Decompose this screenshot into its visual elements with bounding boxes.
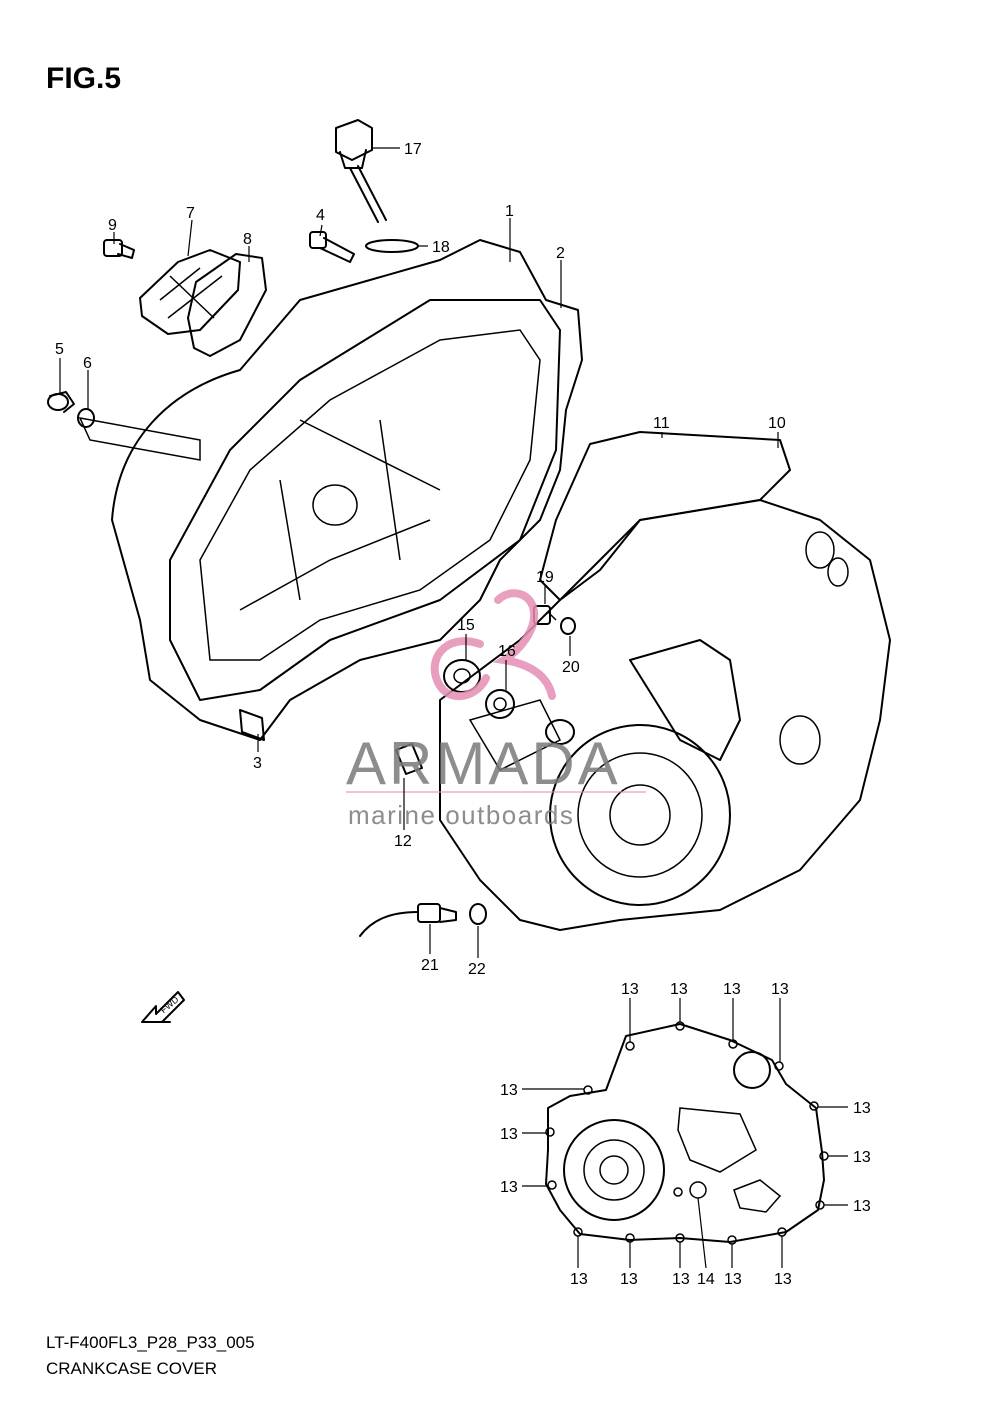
callout-13: 13 (853, 1100, 871, 1117)
oil-seal-16-part (485, 689, 515, 719)
crankcase-cover-part (78, 239, 583, 741)
callout-3: 3 (253, 755, 262, 772)
callout-numbers: 17 18 9 7 8 4 1 2 5 6 11 10 19 15 16 20 … (55, 141, 871, 1288)
callout-13: 13 (853, 1149, 871, 1166)
watermark-logo: ARMADA marine outboards (346, 589, 646, 830)
washer-20-part (560, 617, 576, 635)
o-ring-part (365, 239, 419, 253)
callout-8: 8 (243, 231, 252, 248)
leader-lines (59, 147, 848, 1269)
callout-9: 9 (108, 217, 117, 234)
callout-13: 13 (670, 981, 688, 998)
callout-5: 5 (55, 341, 64, 358)
callout-1: 1 (505, 203, 514, 220)
callout-17: 17 (404, 141, 422, 158)
cover-bolt-part (103, 239, 135, 259)
callout-4: 4 (316, 207, 325, 224)
fwd-arrow-icon (141, 991, 185, 1023)
figure-title: FIG.5 (46, 62, 122, 95)
callout-13: 13 (621, 981, 639, 998)
gasket-part (187, 253, 267, 357)
crankcase-part (439, 499, 891, 931)
oil-filler-cap-part (335, 119, 387, 223)
callout-13: 13 (500, 1082, 518, 1099)
callout-11: 11 (653, 415, 670, 432)
callout-12: 12 (394, 833, 412, 850)
bolt-part (309, 231, 355, 263)
dowel-pin-12-part (395, 743, 423, 775)
callout-2: 2 (556, 245, 565, 262)
washer-part (77, 408, 95, 428)
watermark-brand: ARMADA (346, 730, 621, 797)
callout-13: 13 (672, 1271, 690, 1288)
callout-13: 13 (771, 981, 789, 998)
callout-22: 22 (468, 961, 486, 978)
watermark-tagline: marine outboards (348, 800, 574, 830)
callout-15: 15 (457, 617, 475, 634)
callout-19: 19 (536, 569, 554, 586)
callout-13: 13 (853, 1198, 871, 1215)
callout-13: 13 (723, 981, 741, 998)
callout-13: 13 (774, 1271, 792, 1288)
diagram-name: CRANKCASE COVER (46, 1359, 217, 1378)
callout-16: 16 (498, 643, 516, 660)
callout-7: 7 (186, 205, 195, 222)
callout-20: 20 (562, 659, 580, 676)
callout-13: 13 (500, 1179, 518, 1196)
washer-22-part (469, 903, 487, 925)
callout-21: 21 (421, 957, 439, 974)
callout-18: 18 (432, 239, 450, 256)
callout-13: 13 (620, 1271, 638, 1288)
callout-6: 6 (83, 355, 92, 372)
drain-plug-part (47, 391, 75, 413)
callout-13: 13 (500, 1126, 518, 1143)
sensor-21-part (359, 903, 457, 937)
callout-13: 13 (724, 1271, 742, 1288)
callout-14: 14 (697, 1271, 715, 1288)
callout-10: 10 (768, 415, 786, 432)
fwd-label: FWD (158, 994, 181, 1015)
bolt-pattern-cover-part (545, 1021, 829, 1245)
callout-13: 13 (570, 1271, 588, 1288)
diagram-code: LT-F400FL3_P28_P33_005 (46, 1333, 255, 1352)
